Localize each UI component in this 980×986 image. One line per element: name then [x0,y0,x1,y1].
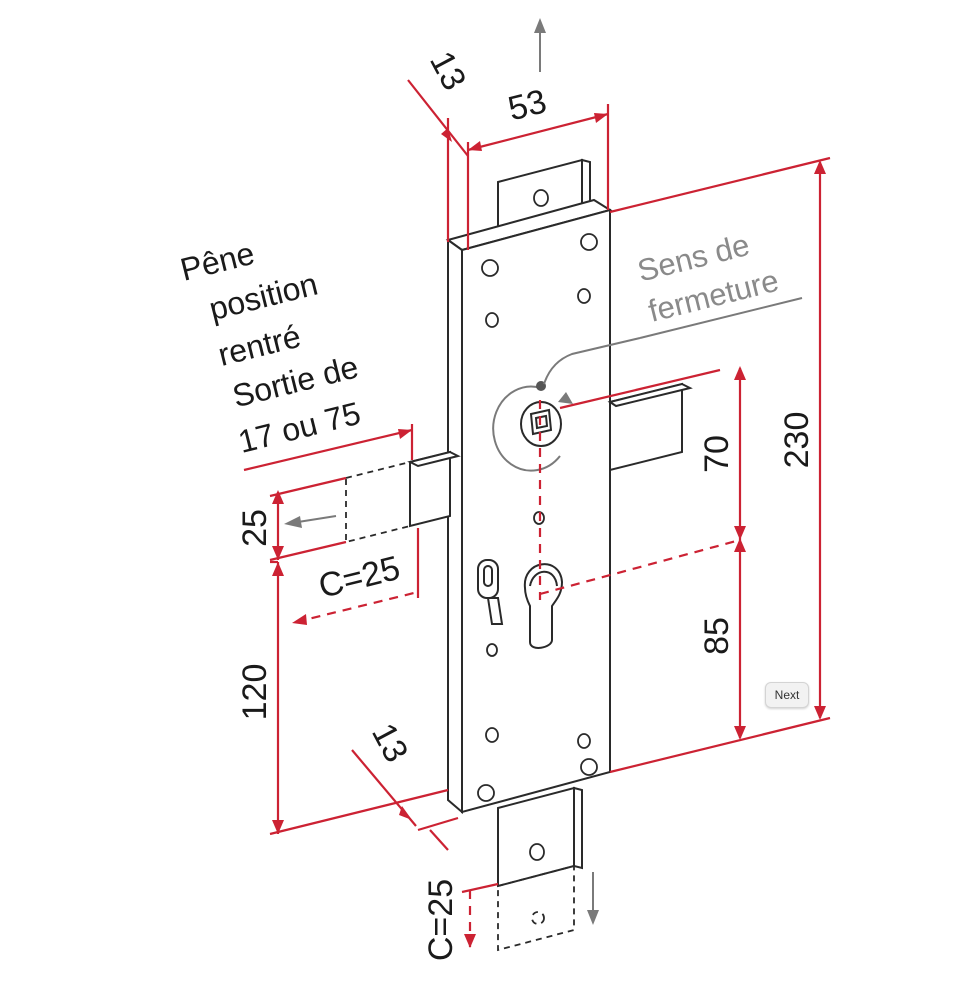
dim-label-230: 230 [778,412,816,469]
upward-arrow-icon [534,18,546,72]
dim-230 [609,156,831,774]
latch [607,382,693,472]
dim-13-top [407,79,469,242]
dim-label-85: 85 [698,617,736,655]
dim-120 [269,560,449,836]
dim-label-53: 53 [504,82,550,128]
dim-label-70: 70 [698,435,736,473]
lock-body [445,198,613,815]
bottom-rod [497,786,583,952]
dim-label-25: 25 [236,509,274,547]
left-arrow-icon [284,515,337,528]
bolt [345,450,461,544]
cylinder-cutout [523,563,564,649]
downward-arrow-icon [587,872,599,925]
dim-label-c25-bottom: C=25 [422,879,460,961]
sens-label: Sens de fermeture [634,227,782,329]
dim-label-13-bottom: 13 [364,717,415,768]
dim-label-120: 120 [236,664,274,721]
pene-label: Pêne position rentré Sortie de 17 ou 75 [177,235,364,460]
next-button[interactable]: Next [765,682,809,708]
pene-line-1: Pêne [177,235,258,288]
dim-70-85 [538,366,746,740]
sens-leader [543,297,803,385]
dim-53 [466,104,610,250]
dim-13-bottom [351,749,459,851]
dim-label-c25-bolt: C=25 [315,549,404,606]
slide-pin [477,559,504,625]
dim-25-bolt [243,424,414,562]
dim-c25-bottom [461,882,499,948]
dim-c25-bolt [292,528,420,625]
dim-label-13-top: 13 [422,45,473,96]
